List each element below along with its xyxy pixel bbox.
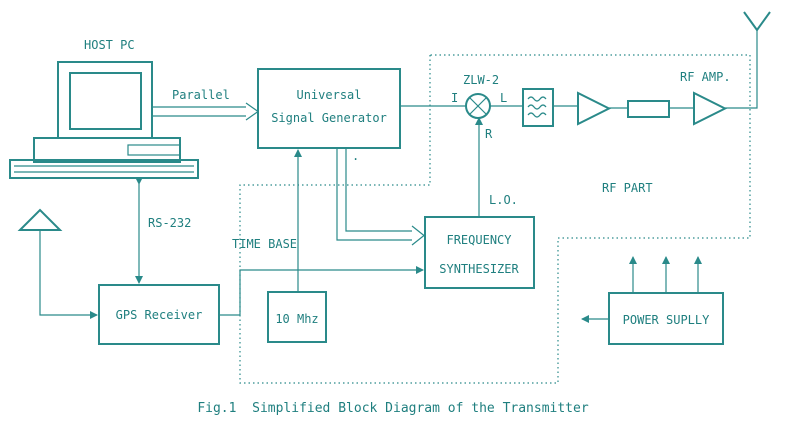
r-port-label: R: [485, 127, 493, 141]
signal-generator-label-1: Universal: [296, 88, 361, 102]
l-port-label: L: [500, 91, 507, 105]
filter-icon: [522, 88, 554, 127]
gps-to-timebase-line: [219, 269, 298, 316]
lo-label: L.O.: [489, 193, 518, 207]
host-pc-icon: [9, 61, 199, 179]
rf-part-boundary: [239, 54, 751, 384]
oscillator-label: 10 Mhz: [275, 312, 318, 326]
gps-antenna-line: [39, 230, 98, 319]
antenna-icon: [743, 11, 771, 32]
mixer-icon: [465, 93, 491, 119]
parallel-arrow: [152, 102, 260, 121]
rf-part-label: RF PART: [602, 181, 653, 195]
host-pc-label: HOST PC: [84, 38, 135, 52]
gps-receiver-label: GPS Receiver: [116, 308, 203, 322]
frequency-synth-label-2: SYNTHESIZER: [439, 262, 519, 276]
small-dot-label: .: [352, 149, 359, 163]
amplifier-1-icon: [577, 91, 612, 126]
rs232-label: RS-232: [148, 216, 191, 230]
time-base-label: TIME BASE: [232, 237, 297, 251]
rf-amplifier-icon: [693, 91, 728, 126]
parallel-label: Parallel: [172, 88, 230, 102]
oscillator-block: [267, 291, 327, 343]
signal-generator-block: [257, 68, 401, 149]
power-supply-label: POWER SUPLLY: [623, 313, 710, 327]
signal-generator-label-2: Signal Generator: [271, 111, 387, 125]
zlw2-label: ZLW-2: [463, 73, 499, 87]
attenuator-block: [627, 100, 670, 118]
rf-output-line: [725, 30, 758, 109]
i-port-label: I: [451, 91, 458, 105]
gps-antenna-icon: [17, 208, 63, 231]
rf-amp-label: RF AMP.: [680, 70, 731, 84]
frequency-synthesizer-block: [424, 216, 535, 289]
frequency-synth-label-1: FREQUENCY: [446, 233, 512, 247]
figure-caption: Fig.1 Simplified Block Diagram of the Tr…: [197, 401, 589, 416]
usg-to-synth-arrow: [336, 148, 425, 246]
